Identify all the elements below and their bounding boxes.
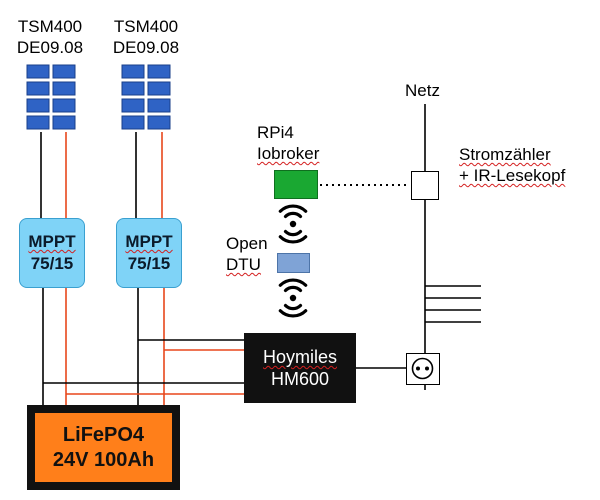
battery: LiFePO4 24V 100Ah	[27, 405, 180, 490]
mppt-controller-1: MPPT 75/15	[19, 218, 85, 288]
panel-2-label: TSM400 DE09.08	[96, 16, 196, 58]
panel-1-variant: DE09.08	[16, 38, 84, 57]
meter-label: Stromzähler + IR-Lesekopf	[459, 144, 565, 186]
mppt-2-rating: 75/15	[127, 254, 171, 273]
dtu-name-1: Open	[226, 234, 268, 253]
battery-label: LiFePO4 24V 100Ah	[35, 413, 172, 482]
electricity-meter	[411, 171, 439, 200]
socket-icon	[411, 357, 434, 380]
rpi-label: RPi4 Iobroker	[257, 122, 319, 164]
wifi-icon	[278, 278, 308, 318]
mppt-2-title: MPPT	[125, 232, 173, 251]
panel-2-model: TSM400	[113, 17, 179, 36]
wifi-icon	[278, 204, 308, 244]
grid-wires	[424, 104, 481, 390]
rpi-box	[274, 170, 318, 199]
meter-reader: + IR-Lesekopf	[459, 166, 566, 185]
panel-1-label: TSM400 DE09.08	[0, 16, 100, 58]
power-socket	[406, 353, 440, 385]
dtu-label: Open DTU	[226, 233, 268, 275]
inverter-brand: Hoymiles	[262, 347, 337, 367]
inverter: Hoymiles HM600	[244, 333, 356, 403]
grid-label: Netz	[405, 81, 440, 100]
dtu-name-2: DTU	[226, 255, 261, 274]
rpi-software: Iobroker	[257, 144, 320, 163]
rpi-name: RPi4	[257, 123, 294, 142]
panel-mppt-wires	[40, 132, 163, 218]
dtu-box	[277, 253, 310, 273]
battery-capacity: 24V 100Ah	[52, 448, 155, 471]
meter-name: Stromzähler	[459, 145, 551, 164]
inverter-model: HM600	[270, 369, 330, 389]
solar-panel-1	[26, 64, 76, 130]
mppt-1-rating: 75/15	[30, 254, 74, 273]
dc-bus-wires	[42, 288, 244, 405]
panel-1-model: TSM400	[17, 17, 83, 36]
mppt-controller-2: MPPT 75/15	[116, 218, 182, 288]
battery-chemistry: LiFePO4	[62, 423, 145, 446]
panel-2-variant: DE09.08	[112, 38, 180, 57]
solar-panel-2	[121, 64, 171, 130]
mppt-1-title: MPPT	[28, 232, 76, 251]
